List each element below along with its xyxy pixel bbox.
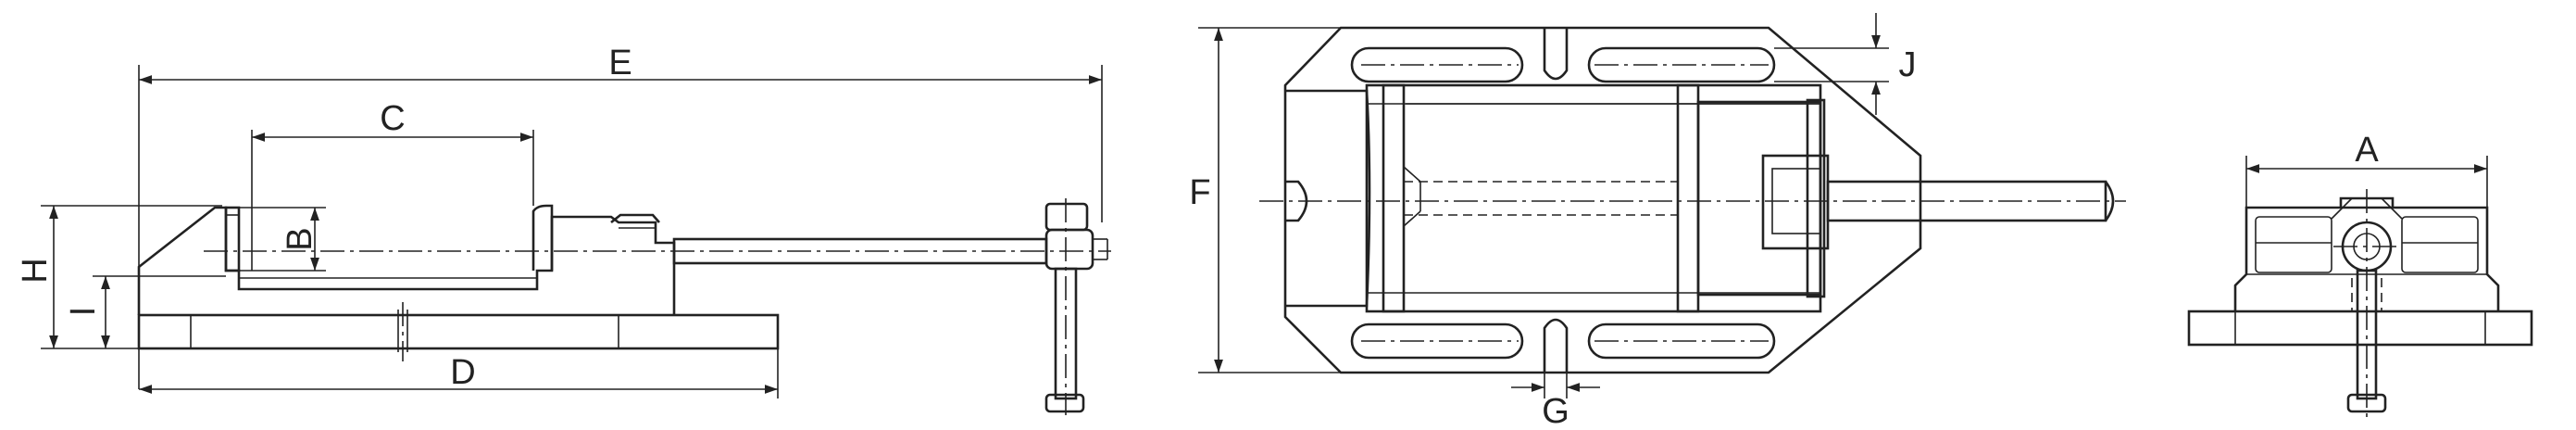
side-movable-jaw (531, 204, 554, 271)
top-view: F J G (1189, 13, 2126, 430)
top-movable-jaw (1676, 83, 1700, 313)
end-view: A (2187, 131, 2533, 417)
top-fixed-jaw (1382, 83, 1406, 313)
top-base-outline (1283, 26, 1922, 374)
dim-label-C: C (380, 99, 405, 138)
end-base-plate (2187, 310, 2533, 347)
dim-label-A: A (2355, 131, 2379, 170)
slot-top-right (1587, 46, 1776, 83)
top-vise-body (1365, 83, 1822, 313)
side-view: E C B H I D (16, 44, 1111, 415)
dim-label-J: J (1899, 45, 1917, 84)
dim-label-F: F (1189, 173, 1210, 212)
dim-label-G: G (1542, 392, 1569, 430)
side-handle-boss (1044, 228, 1094, 271)
dim-label-H: H (16, 258, 55, 283)
slot-top-left (1350, 46, 1524, 83)
slot-bottom-right (1587, 322, 1776, 360)
slot-bottom-left (1350, 322, 1524, 360)
dim-label-I: I (64, 307, 103, 317)
side-vise-body (137, 206, 676, 315)
side-fixed-jaw (224, 206, 241, 272)
dim-label-E: E (608, 44, 631, 82)
dim-label-B: B (281, 227, 319, 250)
dim-label-D: D (450, 353, 475, 392)
side-base-plate (137, 313, 780, 350)
